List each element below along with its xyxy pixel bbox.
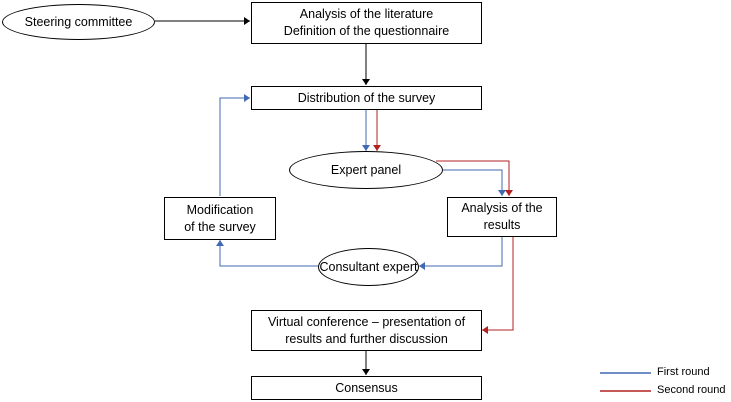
node-distribution: Distribution of the survey (251, 86, 482, 110)
node-consultant-expert: Consultant expert (318, 248, 419, 286)
node-virtual-conference: Virtual conference – presentation of res… (251, 310, 482, 351)
node-virtual-conference-line2: results and further discussion (285, 331, 448, 346)
node-analysis-results-line1: Analysis of the (461, 201, 543, 215)
node-virtual-conference-line1: Virtual conference – presentation of (267, 314, 466, 329)
arrow-second-round-panel-to-analysis (436, 160, 513, 196)
node-expert-panel: Expert panel (289, 151, 443, 189)
node-modification-line2: of the survey (184, 219, 256, 234)
node-consensus-label: Consensus (335, 380, 398, 395)
node-analysis-literature-line2: Definition of the questionnaire (283, 24, 450, 38)
node-consensus: Consensus (251, 376, 482, 400)
node-distribution-label: Distribution of the survey (297, 90, 436, 105)
node-steering-committee: Steering committee (2, 4, 155, 40)
node-modification-line1: Modification (186, 202, 254, 217)
legend-label-first-round: First round (657, 366, 710, 378)
arrow-first-round-panel-to-analysis (443, 169, 506, 196)
node-analysis-literature-line1: Analysis of the literature (299, 7, 434, 21)
node-steering-committee-label: Steering committee (24, 14, 133, 29)
node-analysis-literature: Analysis of the literature Definition of… (251, 2, 482, 44)
arrow-first-round-modification-to-distribution (219, 94, 250, 196)
node-analysis-results-line2: results (483, 218, 521, 232)
node-expert-panel-label: Expert panel (330, 162, 402, 177)
node-analysis-results: Analysis of the results (447, 197, 557, 237)
legend-label-second-round: Second round (657, 384, 726, 396)
node-consultant-expert-label: Consultant expert (319, 259, 418, 274)
arrow-second-round-analysis-to-conference (482, 237, 514, 334)
arrow-first-round-consultant-to-modification (216, 240, 318, 267)
node-modification: Modification of the survey (164, 197, 276, 240)
arrow-first-round-analysis-to-consultant (419, 237, 503, 270)
